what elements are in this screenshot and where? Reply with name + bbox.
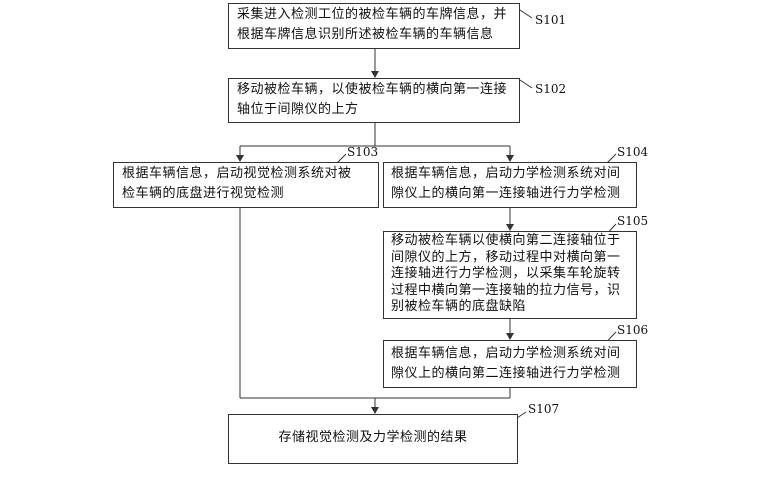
step-text-s101: 采集进入检测工位的被检车辆的车牌信息，并 根据车牌信息识别所述被检车辆的车辆信息 xyxy=(237,7,508,42)
step-box-s104 xyxy=(383,162,637,208)
step-box-s105 xyxy=(383,231,637,319)
step-text-s105: 移动被检车辆以使横向第二连接轴位于 间隙仪的上方，移动过程中对横向第一 连接轴进… xyxy=(391,233,621,314)
leader-s102 xyxy=(519,79,533,89)
arrowhead-s106 xyxy=(506,333,514,340)
step-label-s105: S105 xyxy=(617,214,649,228)
arrowhead-s103 xyxy=(236,155,244,162)
step-label-s101: S101 xyxy=(535,13,567,27)
step-text-s102: 移动被检车辆，以使被检车辆的横向第一连接 轴位于间隙仪的上方 xyxy=(237,82,508,117)
step-box-s106 xyxy=(383,340,637,388)
step-box-s101 xyxy=(228,3,520,49)
step-label-s104: S104 xyxy=(617,145,649,159)
step-box-s103 xyxy=(113,162,379,208)
step-label-s103: S103 xyxy=(347,145,379,159)
step-text-s103: 根据车辆信息，启动视觉检测系统对被 检车辆的底盘进行视觉检测 xyxy=(122,166,352,201)
step-box-s107 xyxy=(228,414,518,464)
step-text-s106: 根据车辆信息，启动力学检测系统对间 隙仪上的横向第二连接轴进行力学检测 xyxy=(391,346,621,381)
arrowhead-s104 xyxy=(506,155,514,162)
step-text-s104: 根据车辆信息，启动力学检测系统对间 隙仪上的横向第一连接轴进行力学检测 xyxy=(391,166,621,201)
step-box-s102 xyxy=(228,78,520,123)
step-label-s106: S106 xyxy=(617,323,649,337)
leader-s101 xyxy=(519,9,533,19)
arrowhead-s107 xyxy=(371,407,379,414)
arrowhead-s105 xyxy=(506,224,514,231)
arrowhead-s102 xyxy=(371,71,379,78)
step-label-s102: S102 xyxy=(535,82,567,96)
step-text-s107: 存储视觉检测及力学检测的结果 xyxy=(278,430,468,445)
step-label-s107: S107 xyxy=(528,402,560,416)
